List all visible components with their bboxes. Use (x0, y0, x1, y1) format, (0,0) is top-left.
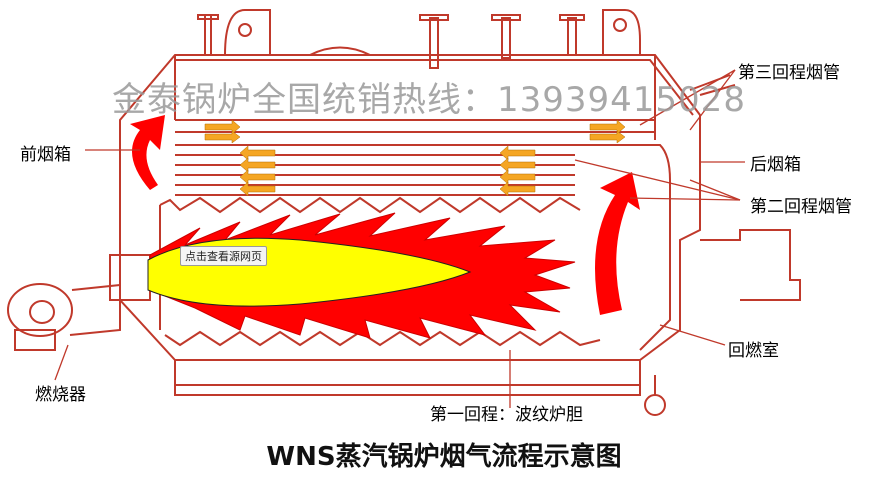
watermark: 金泰锅炉全国统销热线：13939415028 (112, 80, 746, 120)
leader-lines (54, 69, 745, 408)
label-rear-smokebox: 后烟箱 (750, 155, 801, 175)
label-front-smokebox: 前烟箱 (20, 145, 71, 165)
label-reversal-chamber: 回燃室 (728, 341, 779, 361)
rear-flow-arrow (595, 172, 640, 315)
diagram-title: WNS蒸汽锅炉烟气流程示意图 (266, 442, 622, 472)
flame (147, 212, 576, 339)
boiler-shell (7, 9, 801, 416)
front-flow-arrow (130, 115, 165, 190)
label-third-pass-tubes: 第三回程烟管 (738, 63, 840, 83)
label-first-pass-furnace: 第一回程：波纹炉胆 (430, 405, 583, 425)
view-source-tooltip[interactable]: 点击查看源网页 (180, 246, 267, 266)
label-burner: 燃烧器 (35, 385, 86, 405)
label-second-pass-tubes: 第二回程烟管 (750, 197, 852, 217)
tube-flow-arrows (204, 119, 626, 197)
